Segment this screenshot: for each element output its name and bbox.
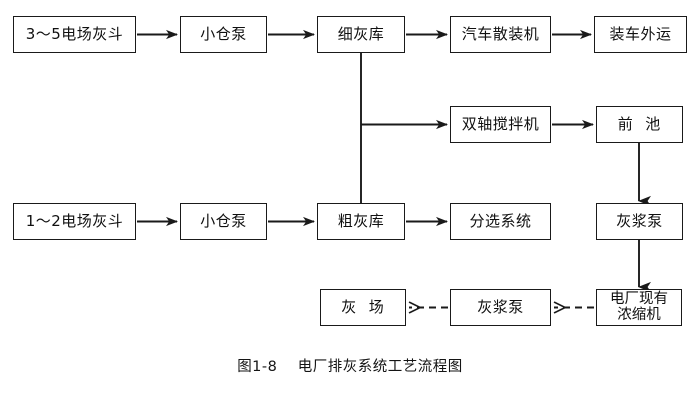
node-truck-bulk-loader[interactable]: 汽车散装机 [450, 16, 551, 53]
node-twin-shaft-mixer[interactable]: 双轴搅拌机 [450, 106, 551, 143]
node-pump-small-bottom[interactable]: 小仓泵 [180, 203, 267, 240]
figure-caption: 图1-8 电厂排灰系统工艺流程图 [237, 359, 463, 375]
node-sorting-system[interactable]: 分选系统 [450, 203, 551, 240]
node-coarse-ash-silo[interactable]: 粗灰库 [317, 203, 405, 240]
node-fine-ash-silo[interactable]: 细灰库 [317, 16, 405, 53]
node-slurry-pump-right[interactable]: 灰浆泵 [596, 203, 683, 240]
node-existing-thickener[interactable]: 电厂现有 浓缩机 [596, 289, 682, 326]
node-ash-yard[interactable]: 灰 场 [320, 289, 406, 326]
node-truck-transport[interactable]: 装车外运 [594, 16, 687, 53]
node-front-pool[interactable]: 前 池 [596, 106, 683, 143]
node-slurry-pump-bottom[interactable]: 灰浆泵 [450, 289, 551, 326]
node-hopper-35[interactable]: 3～5电场灰斗 [13, 16, 136, 53]
node-pump-small-top[interactable]: 小仓泵 [180, 16, 267, 53]
node-hopper-12[interactable]: 1～2电场灰斗 [13, 203, 136, 240]
